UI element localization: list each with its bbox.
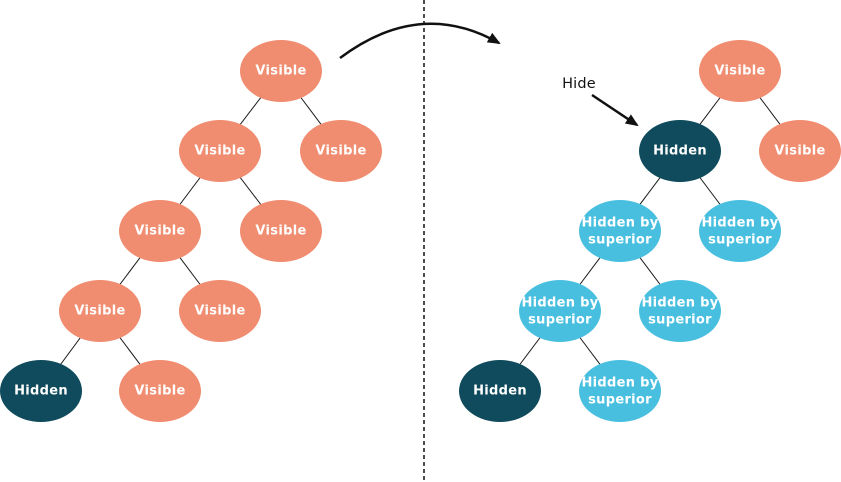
hide-label: Hide — [562, 76, 596, 92]
right-node-l2-left-hidden: Hidden — [639, 120, 721, 182]
right-node-l5-right: Hidden by superior — [579, 360, 661, 422]
node-ellipse — [579, 200, 661, 262]
node-label-line2: superior — [588, 393, 652, 408]
left-node-root: Visible — [240, 40, 322, 102]
node-ellipse — [119, 360, 201, 422]
node-label-line2: superior — [588, 233, 652, 248]
right-node-l5-left-hidden: Hidden — [459, 360, 541, 422]
node-ellipse — [519, 280, 601, 342]
right-tree: Visible Hidden Visible Hidden by superio… — [459, 40, 841, 422]
node-label: Visible — [194, 144, 245, 159]
left-node-l2-right: Visible — [300, 120, 382, 182]
node-ellipse — [0, 360, 82, 422]
node-label: Visible — [194, 304, 245, 319]
left-node-l5-right: Visible — [119, 360, 201, 422]
node-label: Visible — [774, 144, 825, 159]
node-label: Visible — [315, 144, 366, 159]
left-node-l4-left: Visible — [59, 280, 141, 342]
right-node-l2-right: Visible — [759, 120, 841, 182]
node-ellipse — [300, 120, 382, 182]
left-node-l4-right: Visible — [179, 280, 261, 342]
node-label: Visible — [134, 384, 185, 399]
node-ellipse — [179, 120, 261, 182]
right-node-root: Visible — [699, 40, 781, 102]
node-label: Hidden — [473, 384, 527, 399]
node-label: Visible — [134, 224, 185, 239]
node-label-line1: Hidden by — [701, 216, 778, 231]
node-label-line2: superior — [528, 313, 592, 328]
node-ellipse — [699, 40, 781, 102]
node-ellipse — [240, 200, 322, 262]
node-ellipse — [119, 200, 201, 262]
node-ellipse — [639, 120, 721, 182]
left-node-l2-left: Visible — [179, 120, 261, 182]
node-label-line1: Hidden by — [581, 376, 658, 391]
node-ellipse — [240, 40, 322, 102]
node-label-line1: Hidden by — [581, 216, 658, 231]
hide-annotation: Hide — [562, 76, 639, 127]
left-node-l3-left: Visible — [119, 200, 201, 262]
left-node-l5-left-hidden: Hidden — [0, 360, 82, 422]
right-node-l3-left: Hidden by superior — [579, 200, 661, 262]
node-label: Visible — [74, 304, 125, 319]
node-label: Visible — [255, 64, 306, 79]
node-label-line2: superior — [648, 313, 712, 328]
left-node-l3-right: Visible — [240, 200, 322, 262]
right-node-l3-right: Hidden by superior — [699, 200, 781, 262]
node-ellipse — [699, 200, 781, 262]
node-label: Hidden — [14, 384, 68, 399]
node-label-line2: superior — [708, 233, 772, 248]
node-label: Visible — [255, 224, 306, 239]
left-tree: Visible Visible Visible Visible Visible … — [0, 40, 382, 422]
node-ellipse — [579, 360, 661, 422]
node-ellipse — [639, 280, 721, 342]
curved-transform-arrow — [339, 22, 501, 60]
node-label: Hidden — [653, 144, 707, 159]
node-label-line1: Hidden by — [641, 296, 718, 311]
right-node-l4-right: Hidden by superior — [639, 280, 721, 342]
node-label: Visible — [714, 64, 765, 79]
node-ellipse — [459, 360, 541, 422]
node-ellipse — [59, 280, 141, 342]
node-ellipse — [759, 120, 841, 182]
right-node-l4-left: Hidden by superior — [519, 280, 601, 342]
hide-pointer-arrow — [591, 93, 639, 127]
node-label-line1: Hidden by — [521, 296, 598, 311]
node-ellipse — [179, 280, 261, 342]
